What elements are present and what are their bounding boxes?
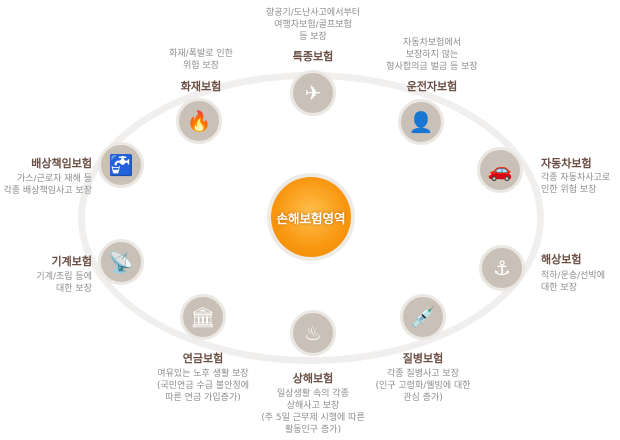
syringe-icon: 💉 [400,294,446,340]
item-title: 화재보험 [180,80,222,93]
item-title: 해상보험 [541,253,582,266]
item-title: 배상책임보험 [31,157,92,170]
item-title: 특종보험 [292,50,334,63]
item-title: 기계보험 [51,255,92,268]
item-title: 운전자보험 [406,80,458,93]
item-title: 연금보험 [182,352,224,365]
item-title: 자동차보험 [541,157,592,170]
airplane-icon: ✈ [290,70,336,116]
pot-icon: ♨ [290,310,336,356]
satellite-dish-icon: 📡 [98,239,144,285]
person-icon: 👤 [398,99,444,145]
ship-icon: ⚓ [479,245,525,291]
building-icon: 🏛 [180,294,226,340]
item-title: 상해보험 [292,372,334,385]
car-icon: 🚗 [477,147,523,193]
faucet-icon: 🚰 [98,142,144,188]
item-title: 질병보험 [402,352,444,365]
center-label: 손해보험영역 [276,210,346,226]
center-circle: 손해보험영역 [267,173,355,261]
fire-icon: 🔥 [176,98,222,144]
